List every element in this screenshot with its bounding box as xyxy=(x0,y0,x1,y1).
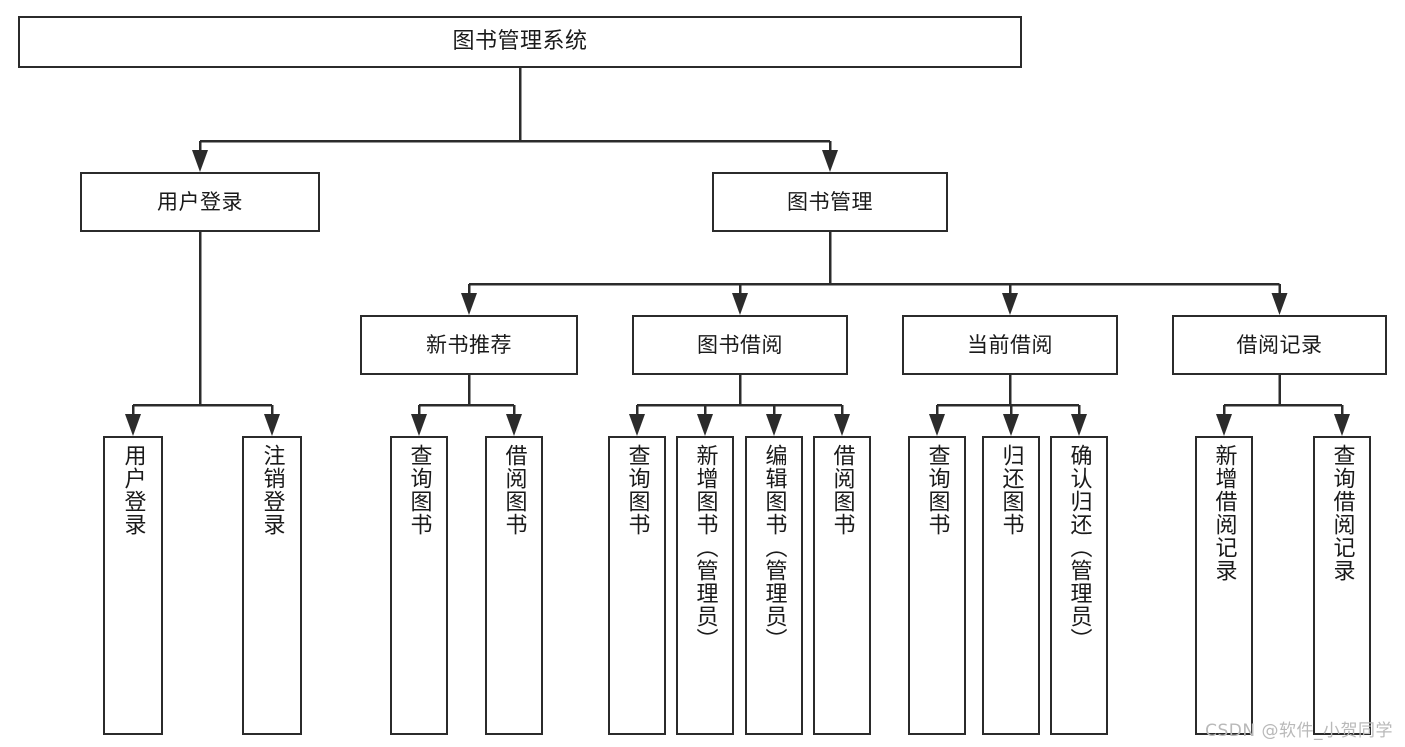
node-borrow-record[interactable]: 借阅记录 xyxy=(1172,315,1387,375)
node-label: 新书推荐 xyxy=(426,332,512,357)
node-book-management[interactable]: 图书管理 xyxy=(712,172,948,232)
node-leaf-add-book[interactable]: 新增图书（管理员） xyxy=(676,436,734,735)
node-leaf-confirm-return[interactable]: 确认归还（管理员） xyxy=(1050,436,1108,735)
node-new-book-recommend[interactable]: 新书推荐 xyxy=(360,315,578,375)
node-label: 确认归还（管理员） xyxy=(1066,444,1092,651)
node-leaf-logout[interactable]: 注销登录 xyxy=(242,436,302,735)
node-label: 查询图书 xyxy=(924,444,950,536)
node-label: 查询图书 xyxy=(406,444,432,536)
node-leaf-user-login[interactable]: 用户登录 xyxy=(103,436,163,735)
node-label: 新增借阅记录 xyxy=(1211,444,1237,582)
node-label: 借阅记录 xyxy=(1236,332,1323,357)
node-label: 用户登录 xyxy=(120,444,146,536)
node-book-borrow[interactable]: 图书借阅 xyxy=(632,315,848,375)
node-leaf-return-book[interactable]: 归还图书 xyxy=(982,436,1040,735)
node-label: 借阅图书 xyxy=(501,444,527,536)
node-label: 查询借阅记录 xyxy=(1329,444,1355,582)
node-label: 当前借阅 xyxy=(967,332,1053,357)
node-label: 借阅图书 xyxy=(829,444,855,536)
node-leaf-query-book-3[interactable]: 查询图书 xyxy=(908,436,966,735)
node-leaf-edit-book[interactable]: 编辑图书（管理员） xyxy=(745,436,803,735)
node-label: 查询图书 xyxy=(624,444,650,536)
node-label: 图书借阅 xyxy=(697,332,783,357)
node-label: 注销登录 xyxy=(259,444,285,536)
node-label: 归还图书 xyxy=(998,444,1024,536)
node-leaf-borrow-book-1[interactable]: 借阅图书 xyxy=(485,436,543,735)
node-label: 用户登录 xyxy=(157,189,243,214)
node-label: 新增图书（管理员） xyxy=(692,444,718,651)
node-leaf-query-book-1[interactable]: 查询图书 xyxy=(390,436,448,735)
node-user-login[interactable]: 用户登录 xyxy=(80,172,320,232)
watermark: CSDN @软件_小贺同学 xyxy=(1205,721,1393,741)
node-label: 图书管理系统 xyxy=(452,29,588,55)
node-leaf-add-record[interactable]: 新增借阅记录 xyxy=(1195,436,1253,735)
node-label: 编辑图书（管理员） xyxy=(761,444,787,651)
node-leaf-query-book-2[interactable]: 查询图书 xyxy=(608,436,666,735)
node-root[interactable]: 图书管理系统 xyxy=(18,16,1022,68)
node-leaf-borrow-book-2[interactable]: 借阅图书 xyxy=(813,436,871,735)
node-leaf-query-record[interactable]: 查询借阅记录 xyxy=(1313,436,1371,735)
node-label: 图书管理 xyxy=(787,189,873,214)
node-current-borrow[interactable]: 当前借阅 xyxy=(902,315,1118,375)
